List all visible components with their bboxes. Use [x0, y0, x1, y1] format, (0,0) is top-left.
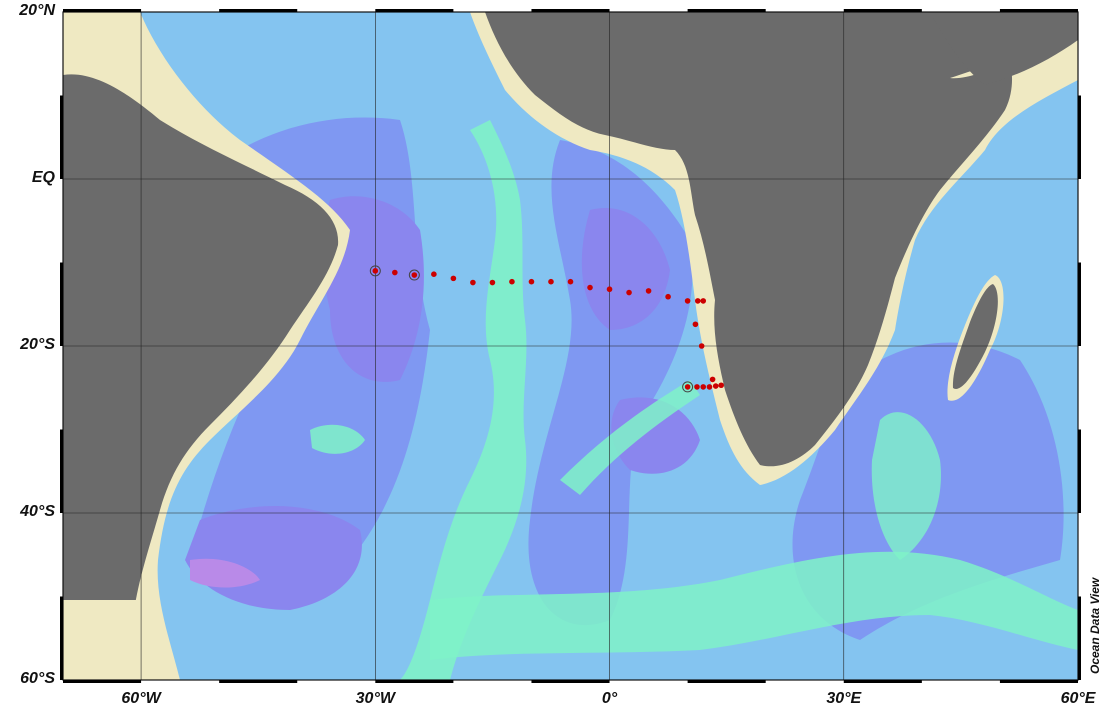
abyss-angola-basin	[581, 208, 670, 330]
indian-ridge-band	[871, 412, 941, 560]
frame-tick-left	[60, 596, 63, 680]
station-marker	[392, 269, 398, 276]
abyss-brazil-basin	[322, 196, 424, 382]
frame-tick-top	[999, 9, 1078, 12]
station-marker	[698, 343, 705, 349]
station-marker	[489, 279, 496, 286]
credit-text: Ocean Data View	[1088, 577, 1102, 674]
frame-tick-top	[375, 9, 454, 12]
station-highlight-ring	[682, 381, 694, 393]
station-marker	[528, 278, 535, 285]
longitude-tick-label: 30°W	[355, 690, 395, 707]
station-track	[369, 265, 724, 393]
frame-tick-left	[60, 95, 63, 179]
frame-tick-right	[1078, 262, 1081, 346]
southern-ridge-band	[430, 551, 1078, 660]
frame-tick-top	[687, 9, 766, 12]
station-marker	[567, 278, 574, 285]
frame-tick-bottom	[375, 680, 454, 683]
frame-tick-left	[60, 429, 63, 513]
arabia-land	[930, 12, 1078, 85]
station-marker	[626, 289, 632, 296]
trench-patch	[190, 558, 260, 588]
station-marker	[684, 384, 691, 390]
africa-land	[485, 12, 1078, 467]
station-marker	[587, 284, 593, 291]
abyss-cape-basin	[611, 397, 700, 474]
frame-tick-top	[843, 9, 922, 12]
madagascar-land	[952, 284, 998, 389]
station-marker	[470, 279, 476, 286]
station-marker	[694, 384, 700, 390]
station-marker	[706, 384, 713, 390]
frame-tick-bottom	[687, 680, 766, 683]
longitude-tick-label: 60°W	[121, 690, 161, 707]
station-marker	[709, 376, 716, 383]
frame-tick-right	[1078, 596, 1081, 680]
station-marker	[718, 382, 724, 389]
frame-tick-bottom	[531, 680, 610, 683]
station-marker	[665, 293, 671, 300]
latitude-tick-label: 40°S	[20, 503, 55, 520]
longitude-tick-label: 0°	[601, 690, 618, 707]
latitude-tick-label: 60°S	[20, 670, 55, 687]
station-marker	[606, 286, 613, 293]
station-marker	[372, 268, 379, 274]
longitude-tick-label: 60°E	[1060, 690, 1096, 707]
south-america-land	[63, 74, 339, 611]
latitude-tick-label: EQ	[31, 169, 55, 186]
patagonia-shelf	[63, 600, 175, 680]
station-marker	[411, 272, 418, 278]
longitude-tick-label: 30°E	[826, 690, 862, 707]
station-marker	[548, 278, 554, 285]
frame-tick-bottom	[219, 680, 298, 683]
latitude-tick-label: 20°S	[20, 336, 55, 353]
frame-tick-bottom	[843, 680, 922, 683]
station-marker	[450, 275, 457, 282]
station-marker	[645, 288, 652, 294]
latitude-tick-label: 20°N	[19, 2, 55, 19]
station-marker	[700, 384, 707, 390]
station-marker	[509, 278, 515, 285]
frame-tick-top	[63, 9, 142, 12]
station-marker	[700, 298, 707, 304]
station-marker	[692, 321, 699, 328]
frame-tick-left	[60, 262, 63, 346]
frame-tick-bars	[60, 9, 1081, 683]
frame-tick-bottom	[63, 680, 142, 683]
walvis-ridge	[560, 380, 700, 495]
station-marker	[712, 383, 719, 389]
mid-atlantic-ridge	[400, 120, 527, 680]
station-marker	[684, 298, 691, 304]
graticule	[63, 12, 1078, 680]
frame-tick-bottom	[999, 680, 1078, 683]
frame-tick-right	[1078, 429, 1081, 513]
frame-tick-top	[219, 9, 298, 12]
rio-grande-rise	[310, 424, 365, 454]
station-highlight-ring	[408, 269, 420, 281]
station-highlight-ring	[369, 265, 381, 277]
frame-tick-top	[531, 9, 610, 12]
station-marker	[694, 298, 701, 304]
station-marker	[431, 271, 437, 277]
frame-tick-right	[1078, 95, 1081, 179]
